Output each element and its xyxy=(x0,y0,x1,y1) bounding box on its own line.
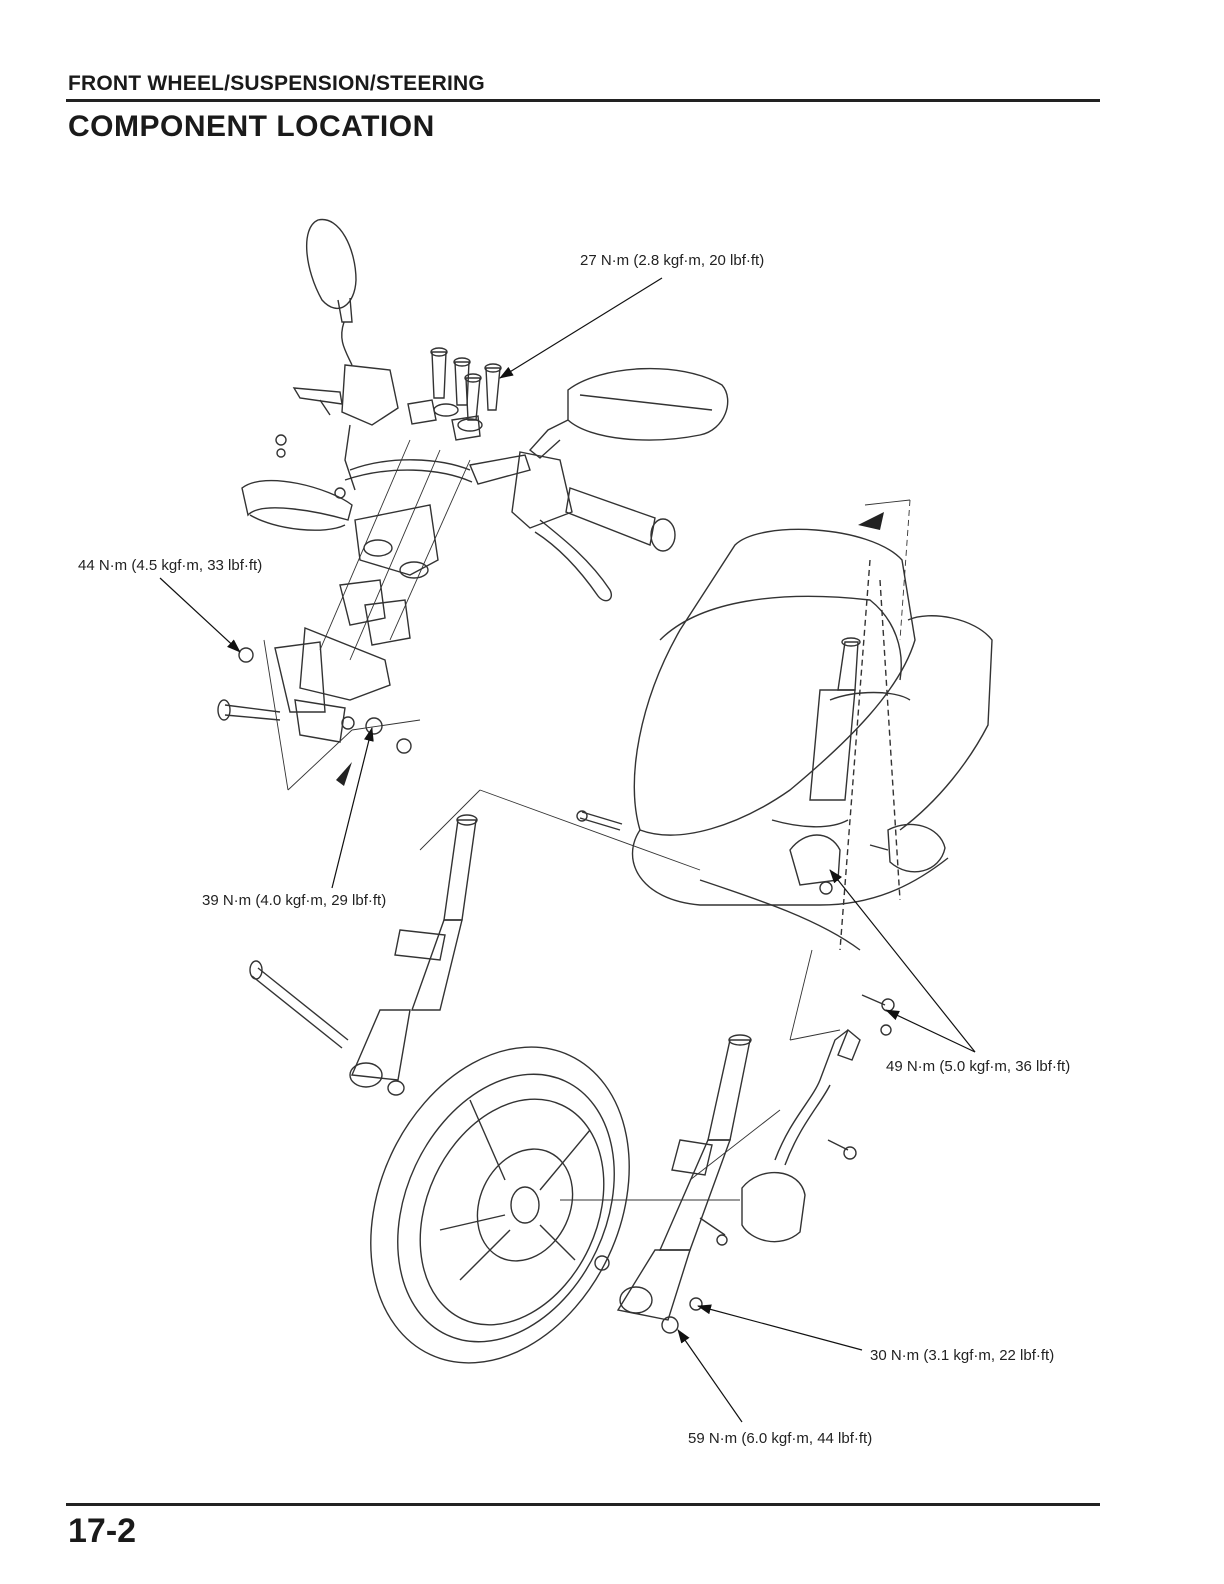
torque-callout-44: 44 N·m (4.5 kgf·m, 33 lbf·ft) xyxy=(78,557,262,574)
right-mirror xyxy=(530,369,728,458)
brake-caliper xyxy=(700,1030,860,1245)
direction-arrow-upper xyxy=(858,512,884,530)
right-fork xyxy=(595,1035,751,1333)
torque-callout-49: 49 N·m (5.0 kgf·m, 36 lbf·ft) xyxy=(886,1058,1070,1075)
turn-signal xyxy=(870,824,945,871)
torque-callout-39: 39 N·m (4.0 kgf·m, 29 lbf·ft) xyxy=(202,892,386,909)
left-mirror xyxy=(307,220,356,365)
steering-stem xyxy=(790,560,900,950)
left-fork xyxy=(250,815,477,1095)
cover-bolt xyxy=(577,811,622,830)
page-number: 17-2 xyxy=(68,1512,136,1551)
torque-callout-30: 30 N·m (3.1 kgf·m, 22 lbf·ft) xyxy=(870,1347,1054,1364)
front-cover xyxy=(633,529,993,950)
torque-callout-59: 59 N·m (6.0 kgf·m, 44 lbf·ft) xyxy=(688,1430,872,1447)
handlebar xyxy=(345,452,675,601)
direction-arrow-lower xyxy=(336,762,352,786)
torque-callout-27: 27 N·m (2.8 kgf·m, 20 lbf·ft) xyxy=(580,252,764,269)
lower-guide-lines xyxy=(560,500,910,1200)
footer-rule xyxy=(66,1503,1100,1506)
